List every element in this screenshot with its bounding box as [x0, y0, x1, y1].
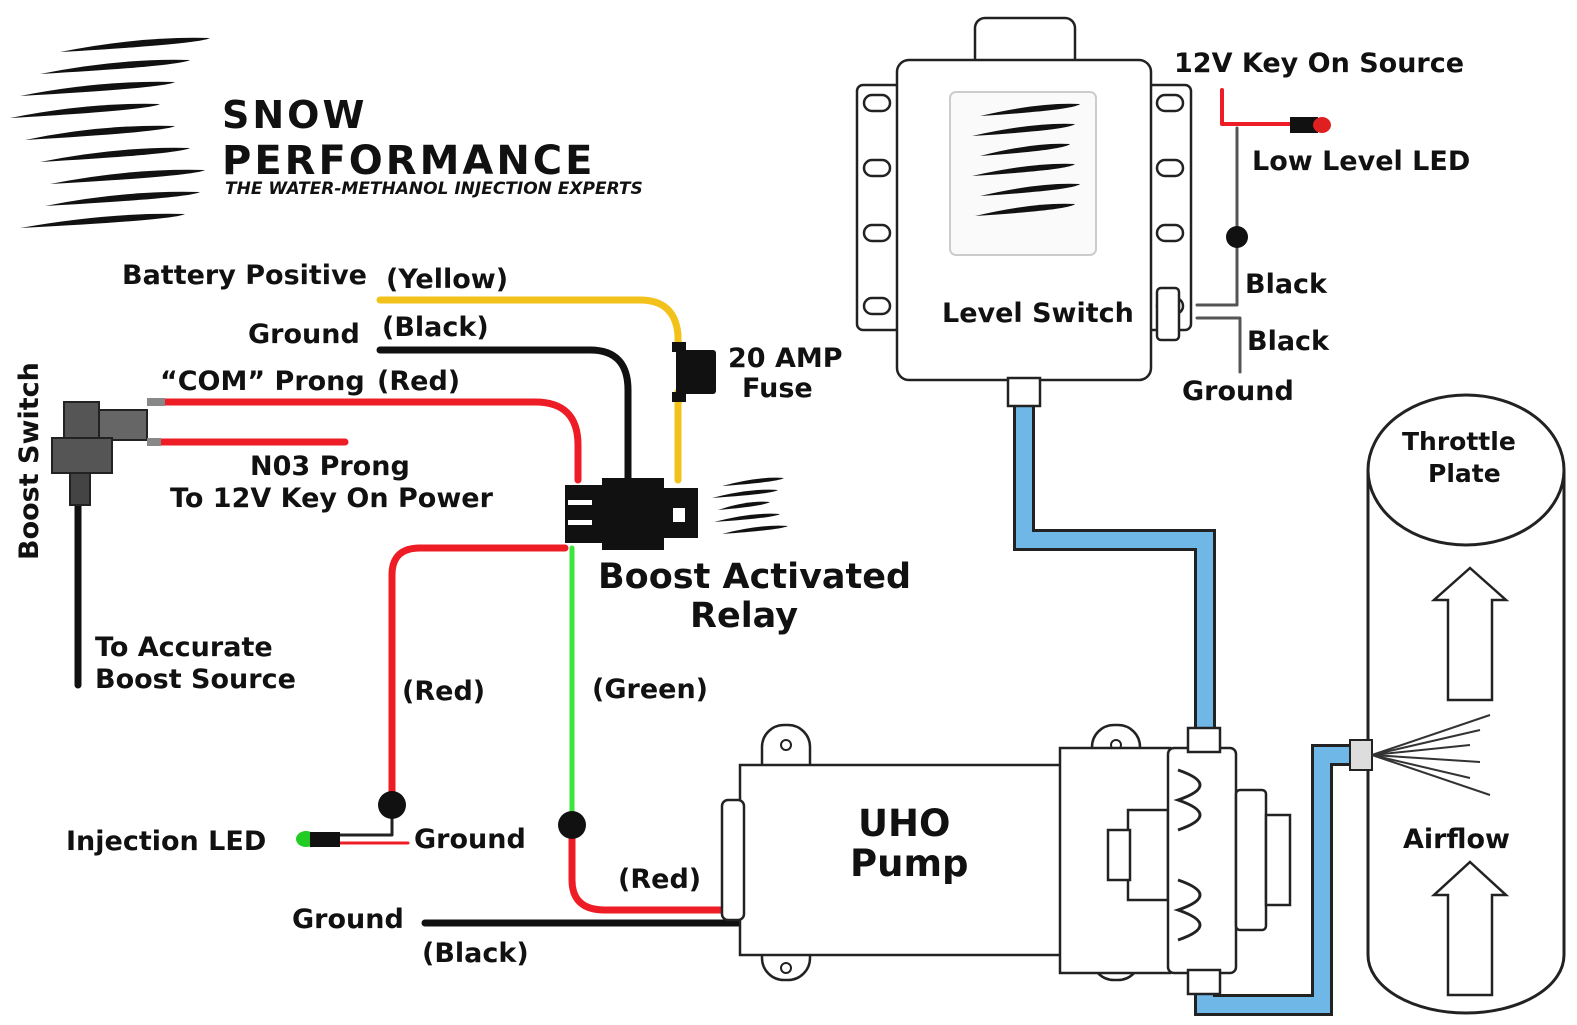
label-to-accurate: To Accurate: [95, 632, 273, 663]
pump-icon: [720, 723, 1292, 996]
hose-tank-to-pump: [1013, 405, 1216, 730]
label-throttle-line1: Throttle: [1402, 427, 1516, 456]
label-airflow: Airflow: [1403, 824, 1510, 855]
label-yellow: (Yellow): [386, 264, 508, 295]
label-throttle-line2: Plate: [1428, 459, 1501, 488]
level-black-wire-1: [1195, 126, 1239, 307]
red-pump-wire: [568, 821, 744, 914]
red-com-wire: [161, 398, 582, 484]
label-fuse-line2: Fuse: [742, 373, 813, 404]
label-ground-2: Ground: [414, 824, 526, 855]
black-ground-wire: [376, 346, 632, 484]
label-com-prong: “COM” Prong: [160, 366, 365, 397]
level-black-wire-2: [1195, 316, 1242, 374]
label-relay-line1: Boost Activated: [598, 557, 911, 597]
label-ground-1: Ground: [248, 319, 360, 350]
label-pump-line1: UHO: [858, 802, 950, 845]
injection-led-icon: [296, 831, 340, 847]
fuse-icon: [672, 342, 716, 402]
label-12v-key-on-power: To 12V Key On Power: [170, 483, 494, 514]
throttle-body-icon: [1349, 393, 1566, 1015]
wires: [74, 88, 1292, 927]
label-black-4: Black: [1247, 326, 1330, 357]
label-fuse-line1: 20 AMP: [728, 343, 843, 374]
label-low-level-led: Low Level LED: [1252, 146, 1470, 177]
logo-line2: PERFORMANCE: [222, 138, 596, 184]
logo-streak-icon: [10, 37, 210, 228]
junction-dot: [558, 811, 586, 839]
label-level-switch: Level Switch: [942, 298, 1134, 329]
label-black-2: (Black): [422, 938, 529, 969]
level-switch-box-icon: [855, 16, 1193, 408]
pressure-switch-icon: [51, 398, 165, 506]
snow-performance-logo: SNOW PERFORMANCE THE WATER-METHANOL INJE…: [10, 37, 643, 228]
label-red-3: (Red): [618, 864, 701, 895]
label-red-2: (Red): [402, 676, 485, 707]
label-ground-4: Ground: [1182, 376, 1294, 407]
label-key-on-source: 12V Key On Source: [1174, 48, 1464, 79]
label-pump-line2: Pump: [850, 842, 969, 885]
label-boost-switch: Boost Switch: [14, 362, 45, 560]
relay-streak-logo-icon: [712, 477, 788, 534]
junction-dot: [378, 791, 406, 819]
label-red-1: (Red): [377, 366, 460, 397]
low-level-led-icon: [1290, 117, 1331, 133]
logo-tagline: THE WATER-METHANOL INJECTION EXPERTS: [225, 179, 643, 199]
label-black-3: Black: [1245, 269, 1328, 300]
label-black-1: (Black): [382, 312, 489, 343]
label-ground-3: Ground: [292, 904, 404, 935]
label-battery-positive: Battery Positive: [122, 260, 367, 291]
arrow-up-icon: [1430, 860, 1510, 997]
relay-icon: [565, 478, 698, 550]
red-led-wire: [388, 544, 569, 804]
label-green: (Green): [592, 674, 708, 705]
label-relay-line2: Relay: [690, 596, 798, 636]
label-n03-prong: N03 Prong: [250, 451, 410, 482]
logo-line1: SNOW: [222, 93, 367, 137]
key-on-source-wire: [1220, 88, 1292, 126]
label-boost-source: Boost Source: [95, 664, 296, 695]
arrow-up-icon: [1430, 566, 1510, 702]
labels: Battery Positive (Yellow) Ground (Black)…: [14, 48, 1516, 969]
label-injection-led: Injection LED: [66, 826, 266, 857]
injection-nozzle-icon: [1349, 714, 1491, 796]
yellow-wire: [376, 296, 682, 354]
junction-dot: [1226, 226, 1248, 248]
